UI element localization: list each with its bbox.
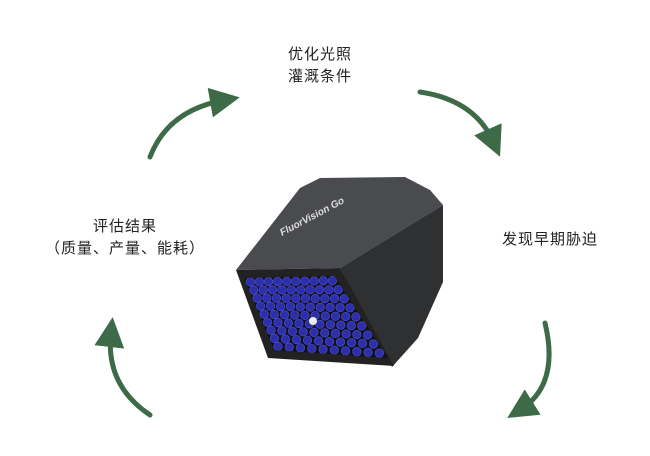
led <box>298 327 308 337</box>
led <box>273 276 283 287</box>
led <box>277 285 287 295</box>
led <box>291 334 302 345</box>
led <box>327 276 338 286</box>
led <box>291 276 301 286</box>
led <box>325 320 335 330</box>
led <box>341 311 351 322</box>
led <box>320 328 330 338</box>
led <box>357 338 368 348</box>
led <box>285 302 296 312</box>
step-optimize: 优化光照 灌溉条件 <box>287 45 352 85</box>
led <box>341 329 351 339</box>
led <box>286 285 296 295</box>
led <box>305 285 315 295</box>
led <box>305 302 315 312</box>
led <box>295 343 306 353</box>
led <box>266 325 276 335</box>
led <box>307 344 317 354</box>
led <box>330 311 341 321</box>
led <box>267 285 278 295</box>
led <box>263 277 274 287</box>
led <box>269 309 279 320</box>
led <box>273 318 283 328</box>
arrow-bottom-left <box>94 317 153 418</box>
led <box>329 345 339 355</box>
device-image: FluorVision Go <box>236 177 443 367</box>
arrow-bottom-right <box>507 320 552 418</box>
led <box>271 293 282 303</box>
led <box>245 277 255 287</box>
led <box>324 336 335 347</box>
led <box>315 302 325 312</box>
device-sensor <box>309 317 317 325</box>
led <box>345 303 355 313</box>
led <box>265 301 276 311</box>
led <box>374 348 384 358</box>
led <box>290 310 300 320</box>
led <box>313 336 324 346</box>
step-detect: 发现早期胁迫 <box>501 230 598 248</box>
led <box>368 339 379 349</box>
led <box>320 311 330 321</box>
led <box>336 320 346 330</box>
led <box>281 293 291 303</box>
led <box>275 301 286 312</box>
led <box>329 294 340 304</box>
led <box>284 342 294 352</box>
led <box>352 346 362 357</box>
led <box>300 310 310 320</box>
led <box>346 320 356 331</box>
led <box>335 303 345 313</box>
led <box>295 302 305 312</box>
led <box>282 276 292 286</box>
led <box>325 302 335 313</box>
device-side <box>340 205 443 367</box>
led <box>339 294 349 304</box>
led <box>262 293 272 303</box>
led <box>296 285 306 295</box>
led <box>300 293 311 304</box>
led <box>252 293 262 303</box>
device-top <box>236 177 443 270</box>
arrow-top-left <box>147 87 240 160</box>
led <box>320 293 330 304</box>
led <box>258 285 268 295</box>
led <box>363 347 373 357</box>
led <box>269 333 280 343</box>
led <box>314 285 325 295</box>
led <box>273 341 283 351</box>
led <box>351 312 361 322</box>
led <box>259 309 269 319</box>
led <box>310 293 320 304</box>
led <box>280 334 291 344</box>
led <box>294 318 304 329</box>
led <box>333 285 343 295</box>
led <box>300 276 310 286</box>
led <box>318 276 328 286</box>
led <box>256 301 266 311</box>
led <box>249 285 259 295</box>
arrow-top-right <box>417 89 502 157</box>
led <box>291 293 301 303</box>
step-evaluate: 评估结果 （质量、产量、能耗） <box>44 217 205 257</box>
led <box>330 328 341 338</box>
led <box>324 285 334 295</box>
led <box>302 335 313 345</box>
led <box>262 317 273 327</box>
led <box>340 346 351 356</box>
led <box>335 337 346 347</box>
led <box>318 344 328 354</box>
led <box>363 330 373 340</box>
led <box>277 326 287 336</box>
led <box>346 338 357 348</box>
led <box>309 327 319 337</box>
led <box>352 329 362 340</box>
led <box>283 318 294 328</box>
led <box>254 277 264 287</box>
led <box>279 310 290 320</box>
led <box>357 321 367 331</box>
led <box>287 326 298 336</box>
led <box>315 319 325 329</box>
led <box>309 276 319 286</box>
